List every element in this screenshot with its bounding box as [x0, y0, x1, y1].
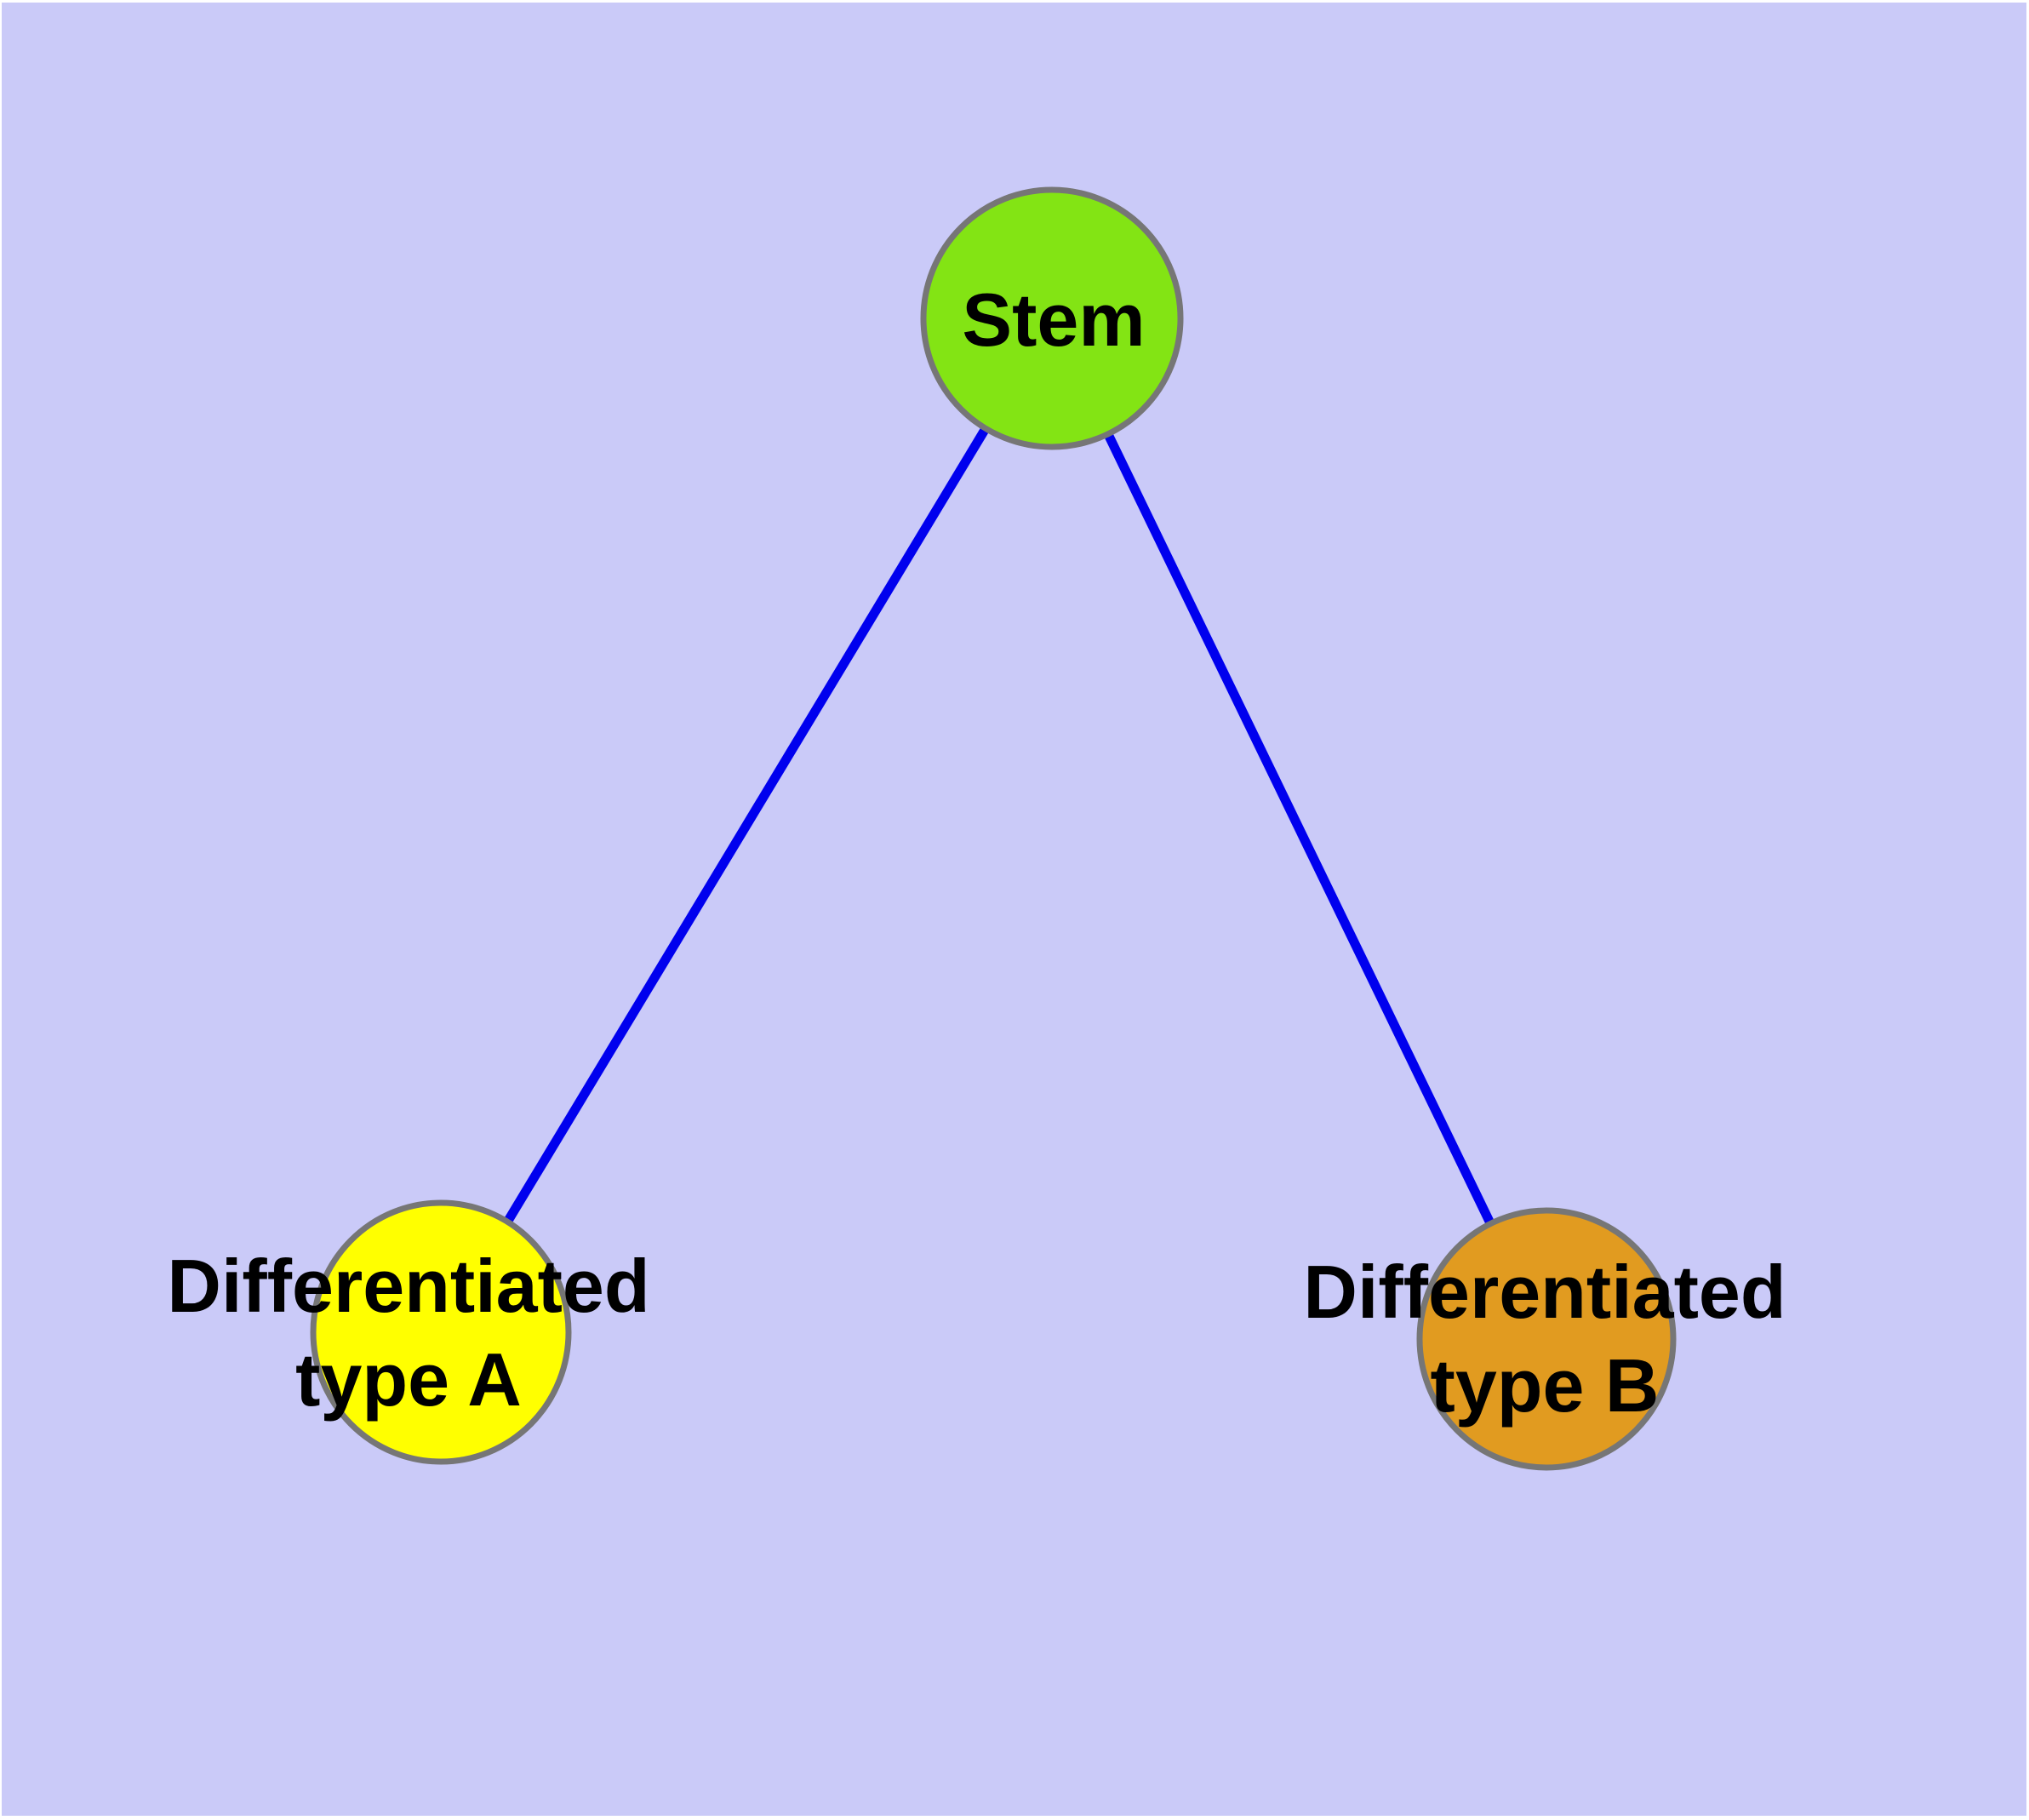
node-stem — [920, 186, 1184, 450]
node-label-differentiated-type-b: Differentiated type B — [1303, 1250, 1786, 1428]
node-differentiated-type-a — [310, 1199, 572, 1465]
edge-stem-to-type-b — [1048, 316, 1551, 1342]
node-label-differentiated-type-a: Differentiated type A — [167, 1244, 650, 1422]
edge-stem-to-type-a — [437, 316, 1056, 1335]
node-differentiated-type-b — [1416, 1207, 1677, 1471]
node-label-stem: Stem — [962, 278, 1146, 362]
